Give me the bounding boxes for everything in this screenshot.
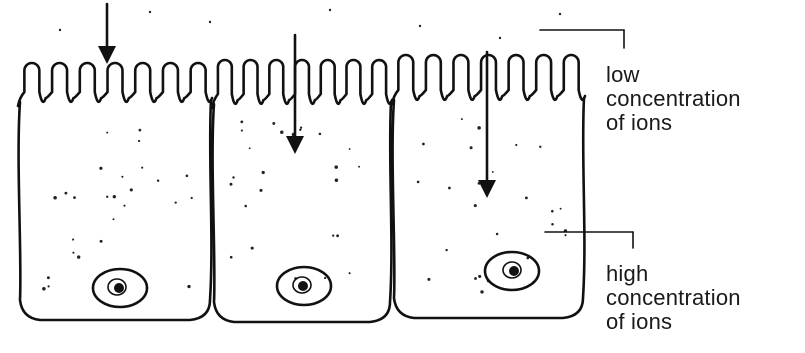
cytoplasm-dot [251, 247, 254, 250]
high-concentration-label: high concentration of ions [606, 262, 741, 334]
cytoplasm-dot [121, 176, 123, 178]
cytoplasm-dot [564, 234, 566, 236]
cytoplasm-dot [492, 171, 494, 173]
cytoplasm-dot [358, 166, 360, 168]
cytoplasm-dot [240, 121, 243, 124]
cytoplasm-dot [551, 223, 554, 226]
cytoplasm-dot [139, 129, 142, 132]
nucleus [93, 269, 147, 307]
ion-dot [209, 21, 211, 23]
cytoplasm-dot [474, 277, 477, 280]
cytoplasm-dot [480, 290, 483, 293]
cytoplasm-dot [525, 197, 528, 200]
arrow [98, 4, 116, 64]
microvilli [212, 60, 392, 108]
cytoplasm-dot [334, 165, 338, 169]
cytoplasm-dot [113, 218, 115, 220]
nucleus [485, 252, 539, 290]
cytoplasm-dot [72, 239, 74, 241]
cytoplasm-dot [47, 276, 50, 279]
ion-dot [59, 29, 61, 31]
microvilli [18, 63, 212, 106]
cytoplasm-dot [477, 126, 481, 130]
cytoplasm-dot [539, 146, 541, 148]
cytoplasm-dot [113, 195, 116, 198]
cytoplasm-dot [422, 143, 425, 146]
high-concentration-label-line: high [606, 262, 741, 286]
cytoplasm-dot [336, 234, 339, 237]
cytoplasm-dot [230, 183, 233, 186]
cytoplasm-dot [186, 175, 189, 178]
cytoplasm-dot [123, 205, 125, 207]
cytoplasm-dot [241, 130, 243, 132]
cytoplasm-dot [299, 129, 301, 131]
ion-dot [329, 9, 331, 11]
cytoplasm-dot [427, 278, 430, 281]
cytoplasm-dot [335, 178, 338, 181]
ion-dot [149, 11, 151, 13]
cytoplasm-dot [478, 275, 481, 278]
high-concentration-label-line: concentration [606, 286, 741, 310]
low-concentration-label-line: of ions [606, 111, 741, 135]
cytoplasm-dot [138, 140, 140, 142]
cytoplasm-dot [417, 181, 420, 184]
cytoplasm-dot [551, 210, 554, 213]
cytoplasm-dot [191, 197, 193, 199]
cytoplasm-dot [47, 285, 49, 287]
high-concentration-label-line: of ions [606, 310, 741, 334]
cytoplasm-dot [73, 196, 76, 199]
cytoplasm-dot [319, 133, 322, 136]
cytoplasm-dot [515, 144, 517, 146]
cytoplasm-dot [272, 122, 275, 125]
cytoplasm-dot [470, 146, 473, 149]
cytoplasm-dot [175, 201, 177, 203]
cytoplasm-dot [187, 285, 190, 288]
cytoplasm-dot [448, 187, 451, 190]
cytoplasm-dot [349, 272, 351, 274]
cytoplasm-dot [259, 189, 262, 192]
cytoplasm-dot [42, 287, 46, 291]
low-concentration-label-line: low [606, 63, 741, 87]
high-concentration-pointer [545, 232, 633, 248]
cell-membrane [393, 98, 585, 318]
cytoplasm-dot [244, 205, 247, 208]
cytoplasm-dot [130, 188, 133, 191]
microvilli [392, 55, 585, 104]
cytoplasm-dot [461, 118, 463, 120]
cytoplasm-dot [300, 126, 302, 128]
cytoplasm-dot [100, 240, 103, 243]
cytoplasm-dot [262, 171, 265, 174]
cytoplasm-dot [99, 167, 102, 170]
cytoplasm-dot [106, 132, 108, 134]
cytoplasm-dot [77, 255, 80, 258]
arrow [286, 35, 304, 154]
cytoplasm-dot [230, 256, 233, 259]
cytoplasm-dot [560, 208, 562, 210]
ion-dot [559, 13, 561, 15]
cytoplasm-dot [332, 234, 334, 236]
cytoplasm-dot [72, 252, 74, 254]
nucleus [277, 267, 331, 305]
cytoplasm-dot [141, 167, 143, 169]
ion-dot [419, 25, 421, 27]
cytoplasm-dot [445, 249, 447, 251]
low-concentration-label: low concentration of ions [606, 63, 741, 135]
cytoplasm-dot [232, 176, 234, 178]
cytoplasm-dot [496, 233, 499, 236]
cytoplasm-dot [53, 196, 57, 200]
cytoplasm-dot [157, 179, 159, 181]
cytoplasm-dot [474, 204, 477, 207]
cytoplasm-dot [280, 131, 283, 134]
cytoplasm-dot [106, 196, 108, 198]
cytoplasm-dot [65, 192, 68, 195]
cytoplasm-dot [249, 147, 251, 149]
ion-dot [499, 37, 501, 39]
cytoplasm-dot [349, 148, 351, 150]
low-concentration-pointer [540, 30, 624, 48]
low-concentration-label-line: concentration [606, 87, 741, 111]
cytoplasm-dot [324, 277, 326, 279]
cytoplasm-dots [42, 9, 567, 294]
